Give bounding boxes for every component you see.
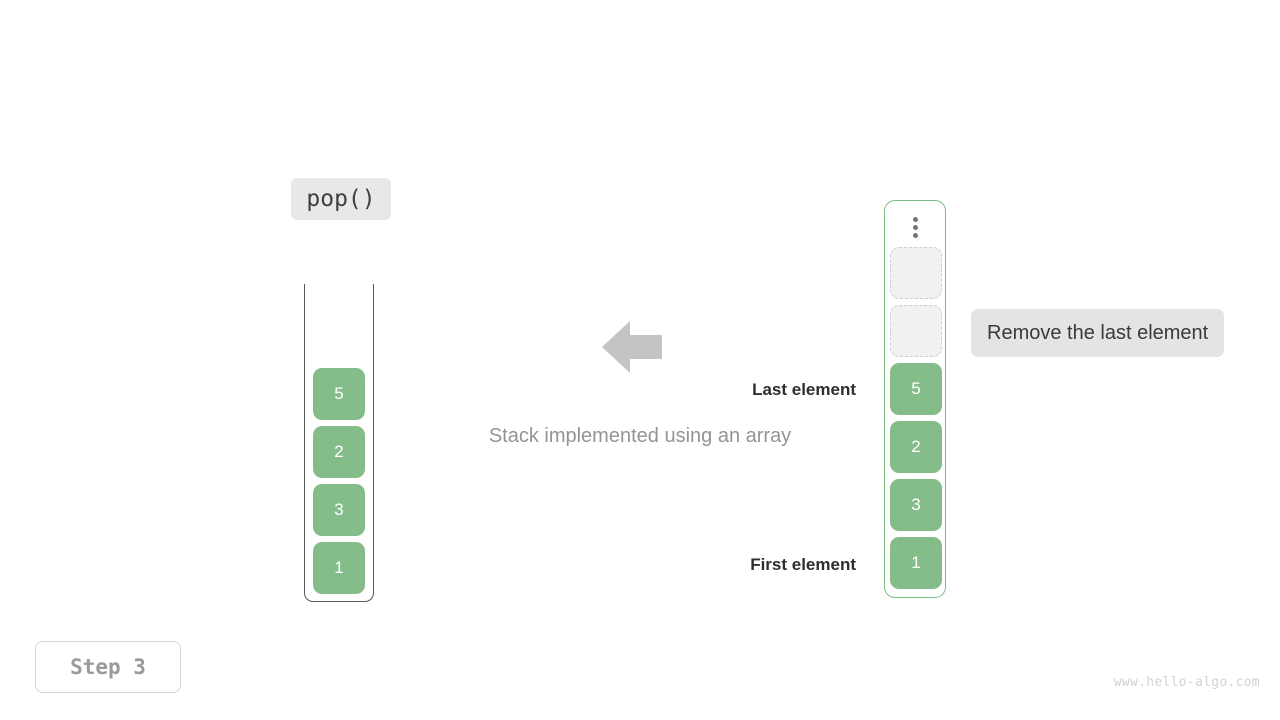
arrow-left-icon: [602, 319, 662, 375]
tooltip-remove-last-element: Remove the last element: [971, 309, 1225, 357]
vertical-ellipsis-icon: [885, 213, 945, 241]
stack-container-outline: [304, 284, 374, 602]
array-element: 5: [890, 363, 942, 415]
array-empty-slot: [890, 305, 942, 357]
stack-element: 5: [313, 368, 365, 420]
array-element: 3: [890, 479, 942, 531]
array-element: 2: [890, 421, 942, 473]
ellipsis-dot: [912, 224, 918, 230]
array-implementation: 5 2 3 1: [884, 200, 946, 598]
stack-element: 3: [313, 484, 365, 536]
operation-label: pop(): [291, 178, 391, 220]
ellipsis-dot: [912, 232, 918, 238]
diagram-caption: Stack implemented using an array: [488, 425, 792, 447]
ellipsis-dot: [912, 216, 918, 222]
array-slots-list: 5 2 3 1: [890, 247, 942, 589]
annotation-last-element: Last element: [752, 380, 856, 399]
annotation-first-element: First element: [750, 555, 856, 574]
stack-elements-list: 5 2 3 1: [313, 368, 365, 594]
watermark: www.hello-algo.com: [1113, 675, 1260, 690]
stack-element: 2: [313, 426, 365, 478]
step-badge: Step 3: [35, 641, 181, 693]
stack-element: 1: [313, 542, 365, 594]
stack-abstraction: 5 2 3 1: [304, 284, 374, 602]
array-empty-slot: [890, 247, 942, 299]
array-element: 1: [890, 537, 942, 589]
